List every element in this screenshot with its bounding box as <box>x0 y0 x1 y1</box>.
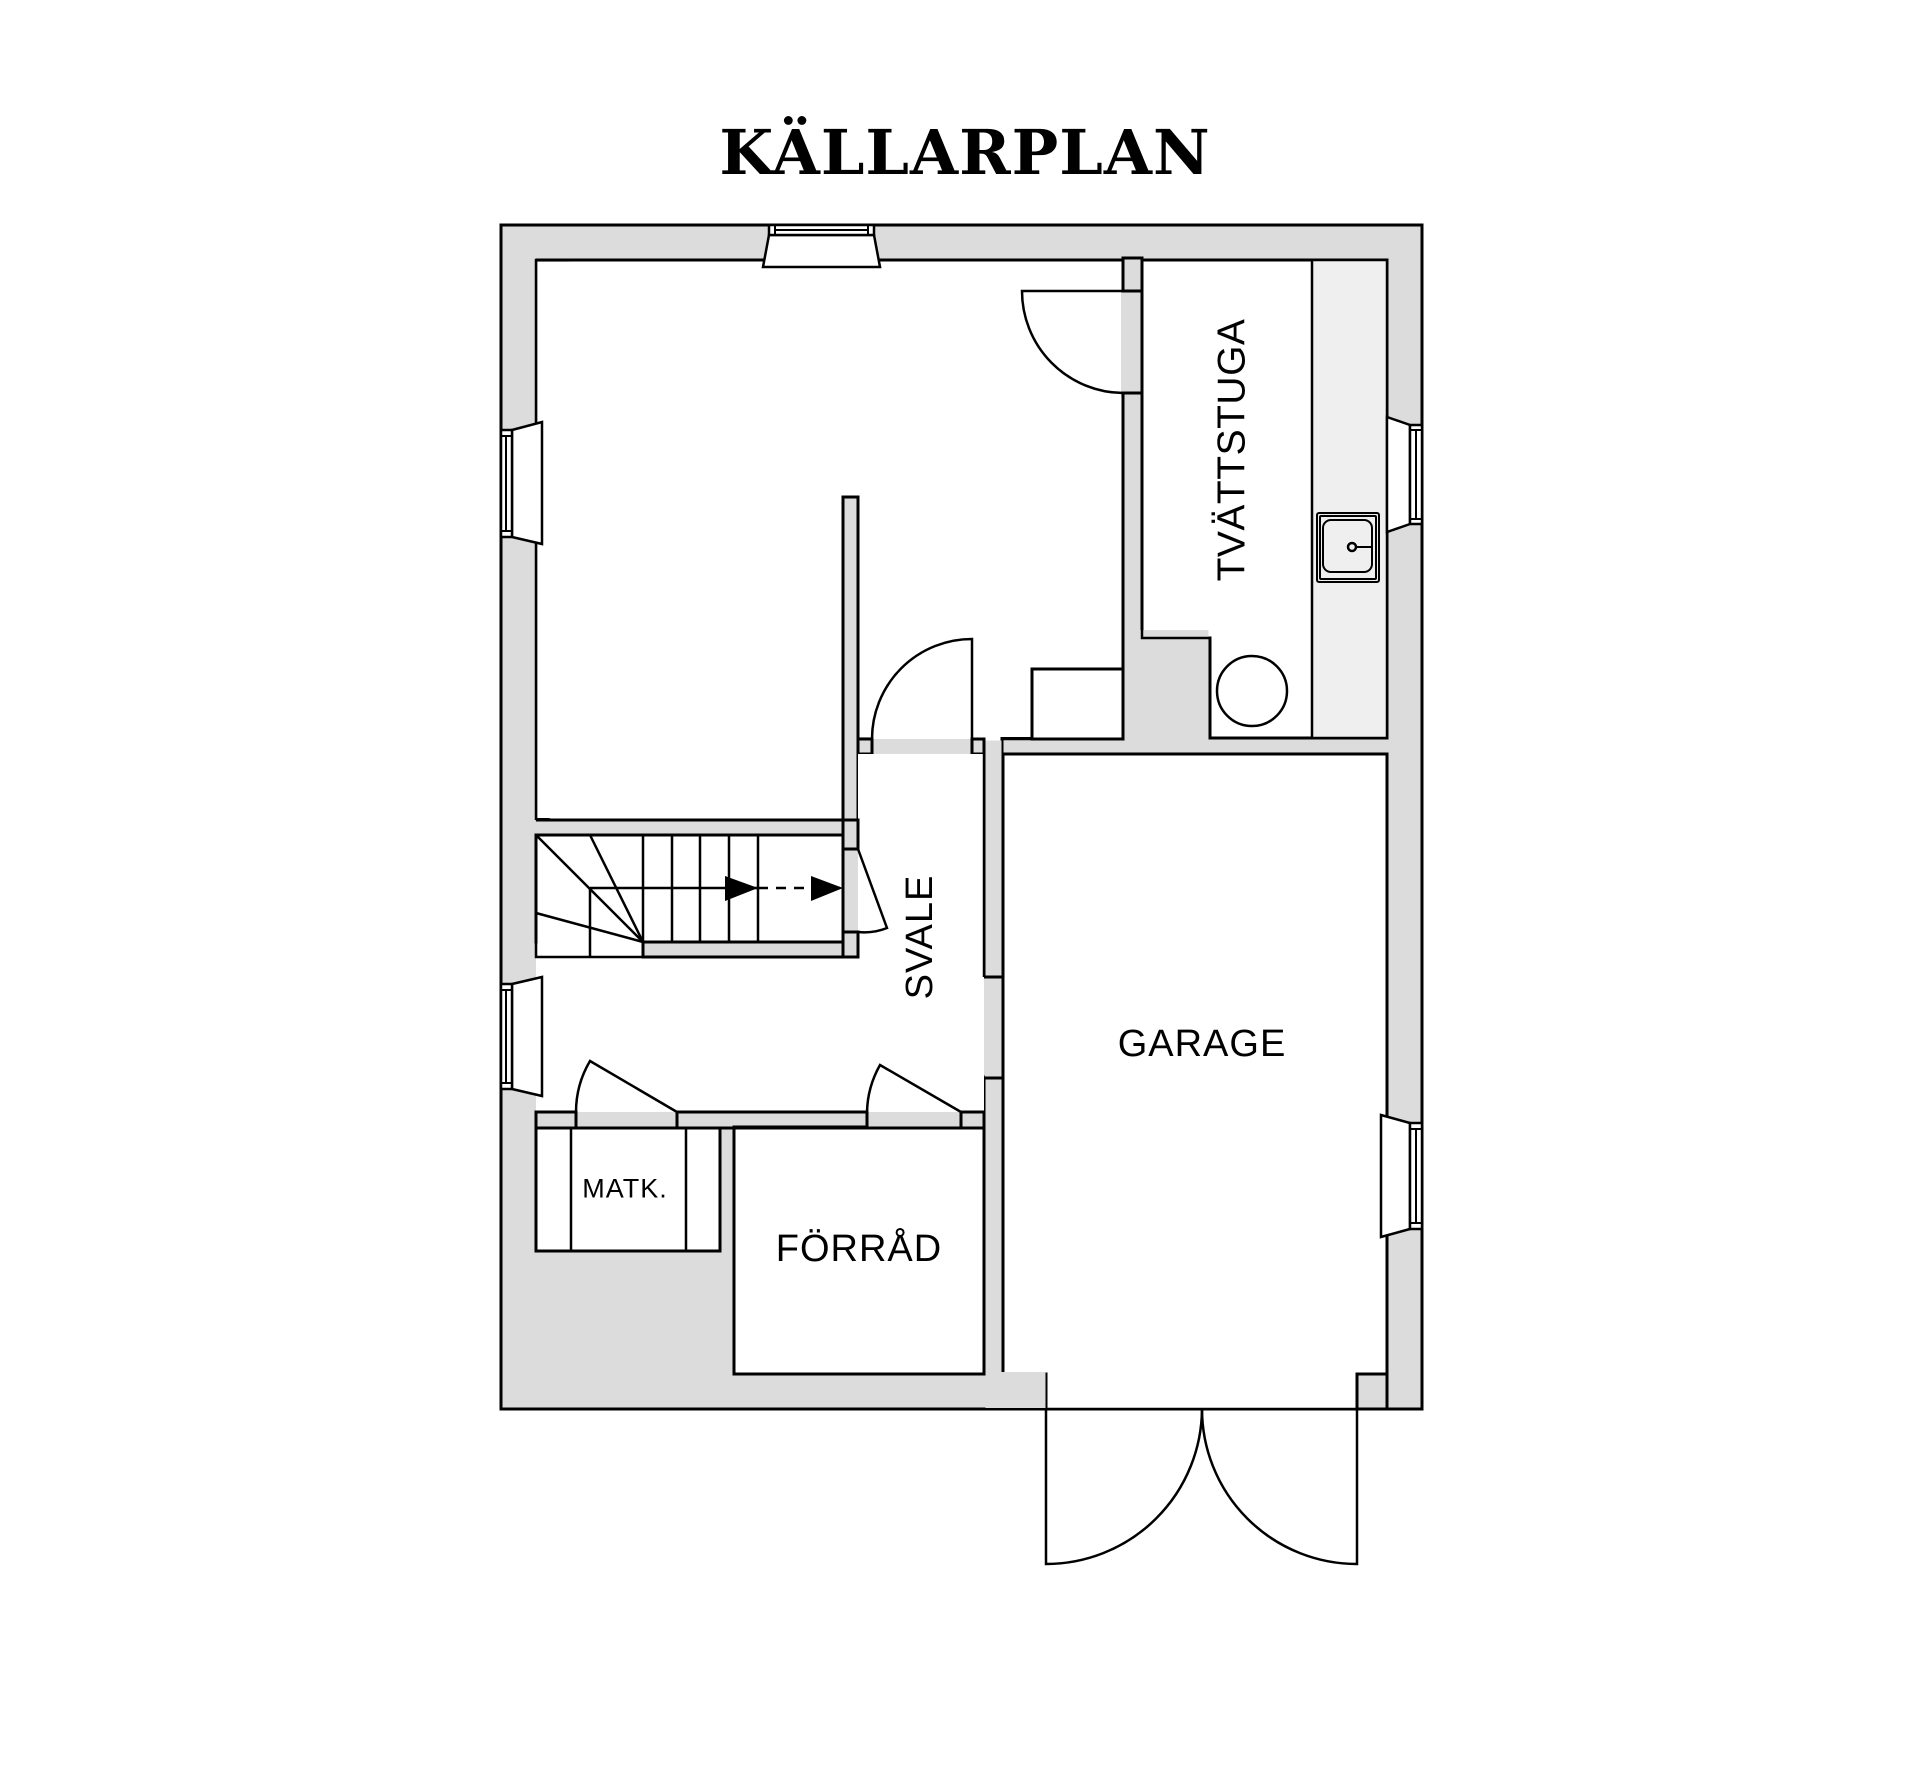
washing-machine-icon <box>1215 654 1289 728</box>
wall-svale-garage <box>982 752 1005 979</box>
partition-wall <box>841 495 860 822</box>
door-swing-matk <box>574 1059 678 1114</box>
wall-tvattstuga-left-lower <box>1121 391 1144 640</box>
wall-svale-garage-lower <box>982 1076 1005 1376</box>
room-svale <box>536 754 984 1112</box>
garage-double-door <box>1044 1407 1359 1566</box>
room-label-tvattstuga: TVÄTTSTUGA <box>1210 318 1254 582</box>
room-label-matk: MATK. <box>582 1173 668 1204</box>
wall-stub <box>970 737 986 756</box>
window-right-upper <box>1385 415 1424 534</box>
window-left-lower <box>499 975 544 1098</box>
storage-box <box>1030 667 1125 741</box>
room-label-garage: GARAGE <box>1117 1023 1287 1065</box>
sink-icon <box>1316 512 1380 583</box>
counter <box>1310 258 1389 740</box>
wall-stub <box>856 737 874 756</box>
arrow-right-icon <box>811 876 843 901</box>
room-label-forrad: FÖRRÅD <box>775 1228 943 1270</box>
room-matk <box>534 1126 722 1253</box>
tvattstuga-step <box>1140 393 1212 738</box>
window-top <box>761 223 882 269</box>
room-main-fill <box>538 262 1121 818</box>
door-swing-stair <box>856 848 889 934</box>
room-forrad <box>732 1126 986 1376</box>
door-swing-tvattstuga <box>1020 289 1142 395</box>
wall-stub <box>534 1110 578 1130</box>
room-label-svale: SVALE <box>899 874 941 1000</box>
room-garage <box>1001 752 1389 1376</box>
page-title: KÄLLARPLAN <box>719 116 1211 189</box>
wall-tvattstuga-left <box>1121 256 1144 293</box>
staircase <box>534 818 860 959</box>
window-left-upper <box>499 420 544 546</box>
door-swing-main <box>870 637 974 740</box>
wall-matk-forrad <box>675 1110 869 1130</box>
window-right-lower <box>1379 1113 1424 1239</box>
arrow-right-icon <box>725 876 758 901</box>
door-swing-forrad <box>865 1063 962 1114</box>
wall-stub <box>959 1110 986 1130</box>
